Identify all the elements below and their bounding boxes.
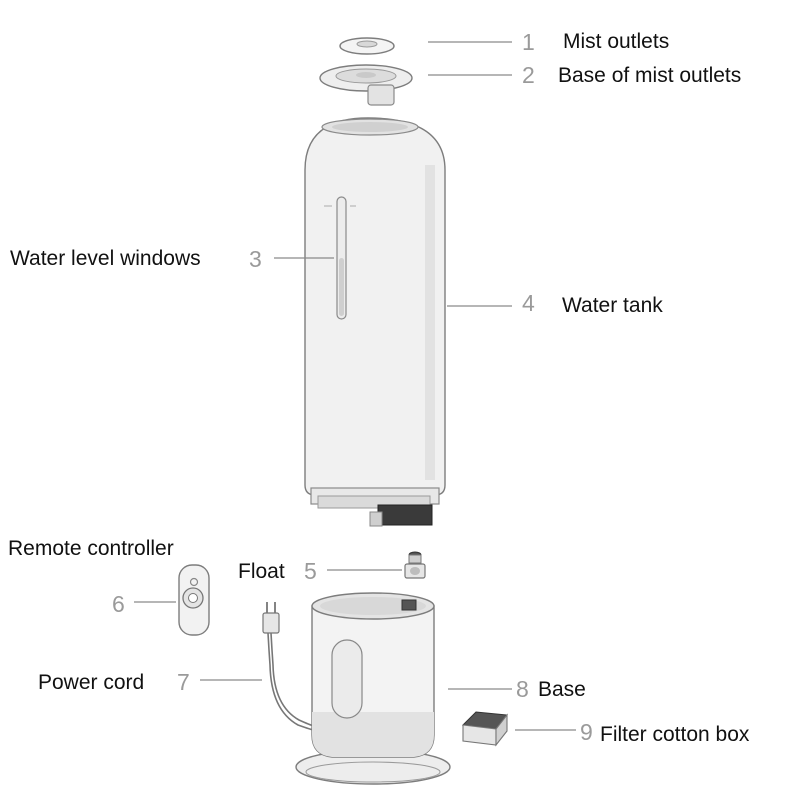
part-label-5: Float (238, 560, 285, 583)
part-label-1: Mist outlets (563, 30, 669, 53)
leader-lines (134, 41, 576, 731)
part-label-2: Base of mist outlets (558, 64, 741, 87)
part-number-5: 5 (304, 558, 317, 584)
mist-outlet-base-illustration (319, 64, 413, 106)
part-number-1: 1 (522, 29, 535, 55)
part-number-6: 6 (112, 591, 125, 617)
part-label-9: Filter cotton box (600, 723, 750, 746)
part-label-3: Water level windows (10, 247, 201, 270)
base-illustration (295, 592, 451, 785)
part-number-8: 8 (516, 676, 529, 702)
power-cord-illustration (262, 602, 315, 731)
callouts: 1 Mist outlets 2 Base of mist outlets Wa… (8, 29, 750, 746)
float-illustration (404, 551, 426, 579)
filter-cotton-box-illustration (461, 711, 508, 747)
remote-controller-illustration (178, 564, 210, 636)
part-label-8: Base (538, 678, 586, 701)
part-label-4: Water tank (562, 294, 663, 317)
part-number-3: 3 (249, 246, 262, 272)
part-number-9: 9 (580, 719, 593, 745)
part-number-2: 2 (522, 62, 535, 88)
mist-outlets-illustration (339, 37, 395, 55)
part-label-6: Remote controller (8, 537, 174, 560)
part-label-7: Power cord (38, 671, 144, 694)
water-tank-illustration (304, 117, 446, 527)
water-level-window-illustration (324, 196, 356, 320)
part-number-7: 7 (177, 669, 190, 695)
part-number-4: 4 (522, 290, 535, 316)
